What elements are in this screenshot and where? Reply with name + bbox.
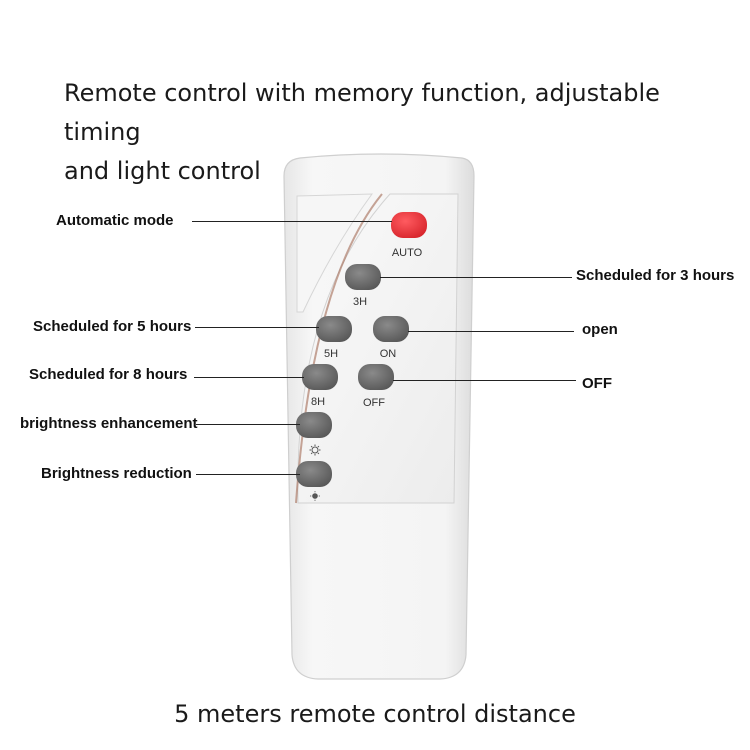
remote-accent-stroke — [295, 193, 383, 504]
off-button-label: OFF — [363, 397, 385, 409]
leader-automatic-mode — [192, 221, 392, 222]
brightness-down-button-shape — [296, 461, 332, 487]
remote-button-panel — [297, 193, 459, 504]
leader-open — [408, 331, 574, 332]
leader-off — [393, 380, 576, 381]
leader-scheduled-5-hours — [195, 327, 319, 328]
off-button-shape — [358, 364, 394, 390]
brightness-down-icon — [310, 491, 320, 501]
callout-brightness-reduction: Brightness reduction — [41, 465, 192, 482]
leader-brightness-enhancement — [196, 424, 300, 425]
callout-scheduled-5-hours: Scheduled for 5 hours — [33, 318, 192, 335]
callout-open: open — [582, 321, 618, 338]
callout-scheduled-8-hours: Scheduled for 8 hours — [29, 366, 188, 383]
8h-button-label: 8H — [310, 396, 326, 408]
5h-button-shape — [316, 316, 352, 342]
auto-button[interactable] — [391, 212, 427, 238]
off-button[interactable] — [358, 364, 394, 390]
footer-caption: 5 meters remote control distance — [174, 700, 576, 728]
on-button-shape — [373, 316, 409, 342]
3h-button[interactable] — [345, 264, 381, 290]
headline-line-2: and light control — [64, 157, 261, 185]
auto-button-shape — [391, 212, 427, 238]
3h-button-label: 3H — [352, 296, 368, 308]
callout-automatic-mode: Automatic mode — [56, 212, 174, 229]
on-button-label: ON — [379, 348, 397, 360]
remote-top-panel — [296, 193, 374, 313]
brightness-up-button[interactable] — [296, 412, 332, 438]
3h-button-shape — [345, 264, 381, 290]
callout-brightness-enhancement: brightness enhancement — [20, 415, 198, 432]
5h-button[interactable] — [316, 316, 352, 342]
callout-scheduled-3-hours: Scheduled for 3 hours — [576, 267, 735, 284]
auto-button-label: AUTO — [391, 247, 423, 259]
leader-scheduled-8-hours — [194, 377, 304, 378]
8h-button-shape — [302, 364, 338, 390]
callout-off: OFF — [582, 375, 612, 392]
brightness-down-button[interactable] — [296, 461, 332, 487]
on-button[interactable] — [373, 316, 409, 342]
brightness-up-button-shape — [296, 412, 332, 438]
5h-button-label: 5H — [323, 348, 339, 360]
brightness-up-icon — [309, 444, 321, 456]
leader-brightness-reduction — [196, 474, 300, 475]
headline: Remote control with memory function, adj… — [64, 74, 734, 191]
leader-scheduled-3-hours — [380, 277, 572, 278]
headline-line-1: Remote control with memory function, adj… — [64, 79, 660, 146]
8h-button[interactable] — [302, 364, 338, 390]
